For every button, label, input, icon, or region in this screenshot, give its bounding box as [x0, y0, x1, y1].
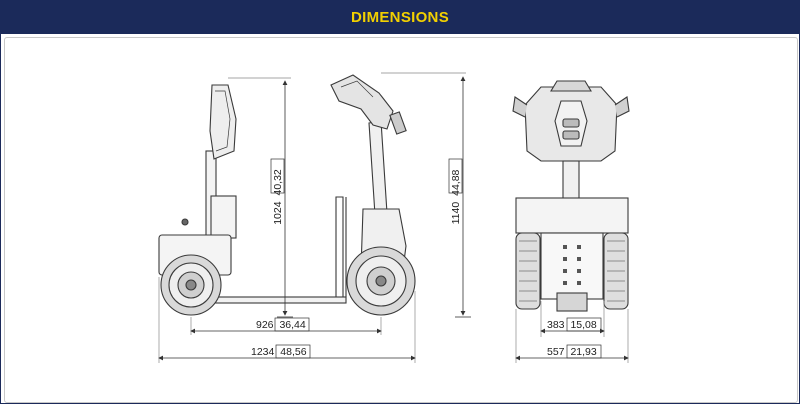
dim-handle-height: 1024 40,32 [270, 158, 285, 225]
dim-track-width: 383 15,08 [547, 319, 597, 331]
center-caster [556, 292, 588, 312]
seat-back [209, 84, 237, 160]
dim-overall-width: 557 21,93 [547, 346, 597, 358]
dim-wheelbase: 926 36,44 [256, 319, 306, 331]
platform-deck [205, 296, 347, 304]
svg-text:1024 40,32: 1024 40,32 [272, 169, 284, 225]
dim-track-width-in: 15,08 [570, 319, 596, 331]
dim-overall-height-mm: 1140 [450, 202, 462, 225]
dim-overall-width-in: 21,93 [570, 346, 596, 358]
header-title: DIMENSIONS [350, 9, 449, 26]
dim-wheelbase-mm: 926 [256, 319, 274, 331]
dim-wheelbase-in: 36,44 [279, 319, 305, 331]
dim-overall-height: 1140 44,88 [448, 158, 463, 224]
dim-overall-length: 1234 48,56 [251, 346, 307, 358]
dim-handle-height-in: 40,32 [272, 169, 284, 195]
vertical-dimension-lines [277, 76, 471, 318]
back-post-block [210, 195, 237, 239]
front-body [515, 197, 629, 234]
header-bar: DIMENSIONS [1, 1, 799, 34]
dim-handle-height-mm: 1024 [272, 201, 284, 225]
front-view [512, 80, 630, 312]
dim-overall-length-mm: 1234 [251, 346, 275, 358]
dim-overall-width-mm: 557 [547, 346, 565, 358]
side-extension-lines [158, 72, 466, 363]
dim-overall-height-in: 44,88 [450, 169, 462, 195]
dim-track-width-mm: 383 [547, 319, 565, 331]
svg-text:1140 44,88: 1140 44,88 [450, 169, 462, 224]
side-view [158, 74, 416, 316]
tiller-head [330, 74, 394, 130]
steering-column [368, 120, 388, 216]
dim-overall-length-in: 48,56 [280, 346, 306, 358]
